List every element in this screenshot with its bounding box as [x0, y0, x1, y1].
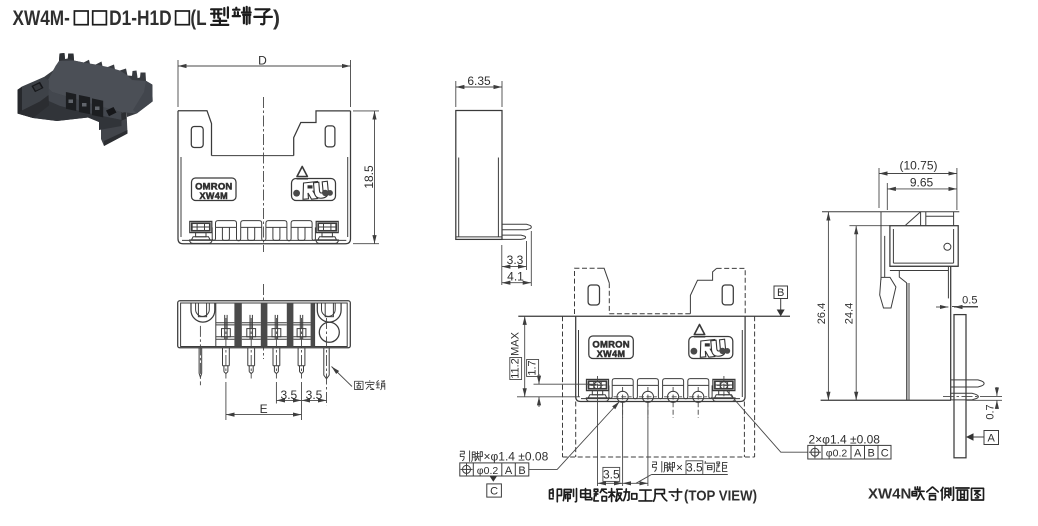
svg-text:(TOP VIEW): (TOP VIEW): [684, 488, 757, 505]
svg-text:XW4N: XW4N: [868, 486, 911, 503]
svg-text:): ): [273, 7, 280, 30]
svg-text:26.4: 26.4: [816, 303, 828, 324]
svg-text:6.35: 6.35: [467, 74, 491, 88]
svg-text:4.1: 4.1: [507, 269, 524, 283]
svg-text:MAX: MAX: [510, 331, 522, 356]
svg-text:24.4: 24.4: [844, 303, 856, 324]
svg-text:3.3: 3.3: [507, 253, 524, 267]
svg-text:A: A: [988, 433, 996, 445]
svg-text:3.5: 3.5: [281, 388, 298, 402]
svg-text:φ0.2: φ0.2: [826, 448, 848, 460]
svg-text:×: ×: [676, 461, 683, 475]
svg-text:(L: (L: [190, 7, 206, 30]
svg-text:3.5: 3.5: [603, 468, 620, 482]
svg-text:D1-H1D: D1-H1D: [109, 7, 172, 30]
svg-text:C: C: [490, 485, 498, 497]
svg-text:XW4M-: XW4M-: [13, 7, 70, 30]
svg-text:9.65: 9.65: [910, 176, 934, 190]
svg-text:φ0.2: φ0.2: [477, 465, 499, 477]
svg-text:D: D: [258, 54, 267, 68]
svg-text:3.5: 3.5: [686, 461, 703, 475]
svg-text:(10.75): (10.75): [899, 159, 937, 173]
svg-text:B: B: [518, 465, 525, 477]
svg-text:0.7: 0.7: [984, 404, 996, 419]
svg-text:A: A: [505, 465, 513, 477]
svg-text:11.2: 11.2: [510, 358, 522, 379]
svg-text:0.5: 0.5: [962, 295, 977, 307]
svg-text:A: A: [854, 448, 862, 460]
svg-text:B: B: [777, 287, 784, 299]
svg-text:3.5: 3.5: [306, 388, 323, 402]
svg-text:2×φ1.4 ±0.08: 2×φ1.4 ±0.08: [809, 432, 881, 446]
svg-text:18.5: 18.5: [362, 165, 376, 189]
svg-text:1.7: 1.7: [527, 360, 539, 375]
svg-text:×φ1.4 ±0.08: ×φ1.4 ±0.08: [484, 449, 549, 463]
svg-text:C: C: [881, 448, 889, 460]
svg-text:E: E: [260, 402, 268, 416]
svg-text:B: B: [868, 448, 875, 460]
